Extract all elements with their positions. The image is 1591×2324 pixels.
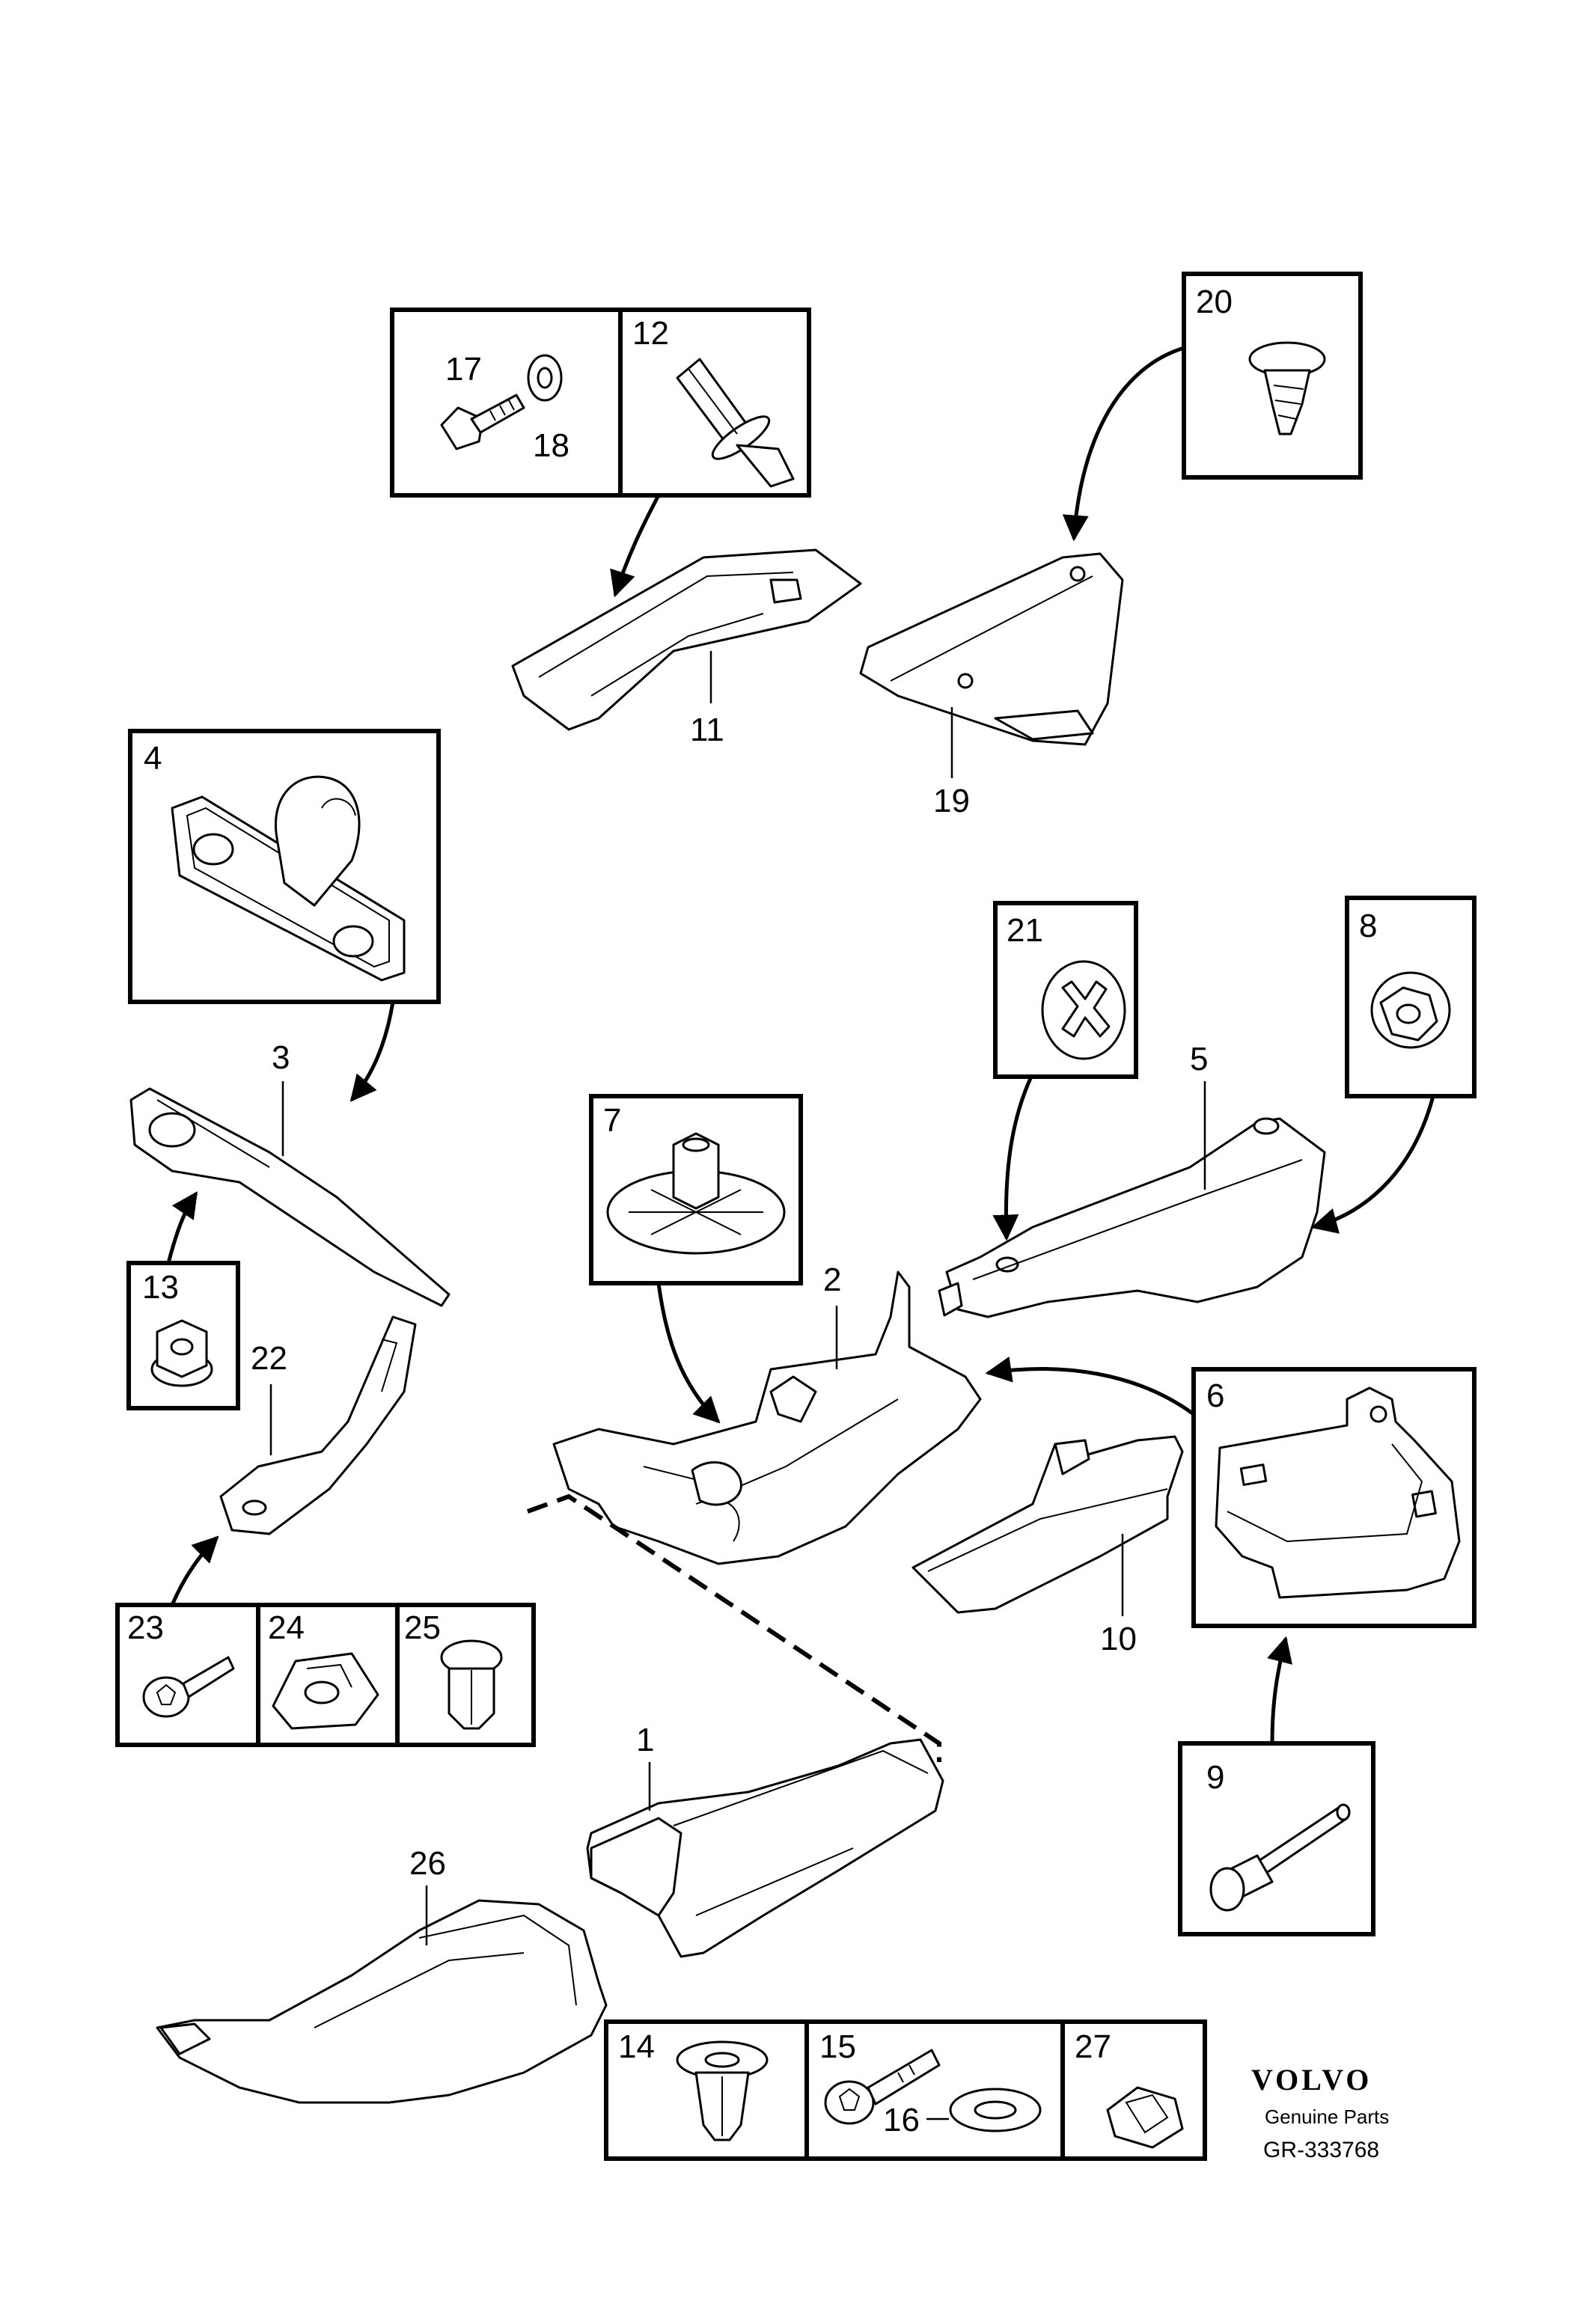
arrow-6-to-2	[985, 1357, 1195, 1416]
callout-15: 15	[819, 2028, 856, 2065]
part-26-heat-shield: 26	[156, 1845, 608, 2104]
callout-24: 24	[268, 1609, 305, 1646]
arrow-23-to-22	[170, 1535, 219, 1606]
arrow-12-to-11	[610, 494, 661, 598]
arrow-4-to-3	[349, 1001, 395, 1102]
inset-box-6: 6	[1191, 1367, 1477, 1628]
flange-nut-icon-8	[1370, 971, 1451, 1049]
inset-box-15-16: 15 16	[804, 2019, 1065, 2161]
inset-box-25: 25	[395, 1603, 536, 1747]
inset-box-21: 21	[993, 901, 1138, 1079]
blind-rivet-icon	[1209, 1803, 1351, 1912]
arrow-8-to-5	[1310, 1095, 1435, 1234]
callout-14: 14	[618, 2028, 655, 2065]
inset-box-4: 4	[128, 729, 441, 1004]
part-3-heat-shield: 3	[129, 1039, 451, 1307]
part-2-heat-shield: 2	[552, 1262, 982, 1565]
inset-box-24: 24	[256, 1603, 400, 1747]
callout-10: 10	[1100, 1621, 1137, 1657]
callout-16: 16	[883, 2102, 920, 2138]
arrow-21-to-5	[992, 1075, 1033, 1241]
callout-11: 11	[690, 712, 724, 748]
callout-9: 9	[1206, 1759, 1224, 1796]
callout-2: 2	[823, 1262, 841, 1298]
hex-nut-with-washer-icon	[606, 1132, 786, 1255]
callout-21: 21	[1007, 912, 1043, 949]
grommet-icon	[1041, 960, 1126, 1060]
inset-box-8: 8	[1345, 896, 1477, 1098]
callout-18: 18	[533, 427, 569, 464]
callout-12: 12	[632, 315, 669, 352]
part-5-heat-shield: 5	[938, 1041, 1326, 1318]
arrow-7-to-2	[656, 1282, 721, 1424]
push-rivet-icon	[676, 358, 795, 488]
volvo-logo: VOLVO	[1251, 2063, 1372, 2097]
flange-bolt-icon	[440, 394, 525, 450]
callout-20: 20	[1196, 284, 1233, 320]
callout-22: 22	[251, 1340, 287, 1377]
callout-13: 13	[142, 1269, 179, 1306]
flange-screw-icon	[1248, 341, 1326, 435]
inset-box-7: 7	[589, 1094, 803, 1285]
callout-1: 1	[636, 1722, 654, 1758]
part-1-heat-shield: 1	[586, 1722, 944, 1958]
callout-5: 5	[1190, 1041, 1208, 1077]
arrow-13-to-3	[166, 1191, 198, 1264]
washer-icon-16	[949, 2088, 1042, 2132]
washer-icon	[527, 354, 563, 402]
inset-box-9: 9	[1178, 1741, 1375, 1936]
inset-box-23: 23	[115, 1603, 260, 1747]
heat-shield-bracket-icon	[1215, 1386, 1461, 1599]
callout-7: 7	[603, 1102, 621, 1139]
inset-box-14: 14	[604, 2019, 809, 2161]
torx-screw-icon	[142, 1656, 235, 1718]
assembly-dashed-line	[526, 1493, 941, 1762]
part-22-bracket: 22	[219, 1315, 417, 1535]
inset-box-27: 27	[1060, 2019, 1207, 2161]
spring-nut-icon	[272, 1652, 379, 1730]
exhaust-bracket-icon	[171, 775, 406, 982]
callout-25: 25	[404, 1609, 441, 1646]
callout-6: 6	[1206, 1377, 1224, 1414]
callout-19: 19	[933, 783, 970, 819]
callout-4: 4	[144, 740, 162, 777]
arrow-20-to-19	[1062, 346, 1185, 542]
flange-nut-icon	[150, 1319, 213, 1387]
inset-box-13: 13	[126, 1261, 240, 1410]
part-19-heat-shield: 19	[859, 552, 1124, 819]
push-clip-icon	[676, 2040, 769, 2141]
torx-bolt-icon	[824, 2049, 941, 2125]
inset-box-17-18: 17 18	[390, 308, 623, 498]
clip-nut-icon	[1106, 2086, 1184, 2149]
callout-3: 3	[272, 1039, 290, 1076]
inset-box-20: 20	[1182, 272, 1363, 480]
callout-17: 17	[445, 351, 482, 388]
callout-8: 8	[1359, 908, 1377, 944]
brand-tagline: Genuine Parts	[1265, 2106, 1389, 2128]
inset-box-12: 12	[618, 308, 811, 498]
diagram-reference: GR-333768	[1263, 2138, 1379, 2162]
part-10-heat-shield: 10	[911, 1435, 1184, 1657]
brand-block: VOLVO Genuine Parts GR-333768	[1251, 2063, 1389, 2162]
part-11-heat-shield: 11	[511, 548, 862, 748]
callout-26: 26	[409, 1845, 446, 1882]
callout-27: 27	[1075, 2028, 1111, 2065]
plastic-clip-icon	[440, 1639, 503, 1730]
callout-23: 23	[127, 1609, 164, 1646]
arrow-9-to-6	[1267, 1636, 1293, 1744]
